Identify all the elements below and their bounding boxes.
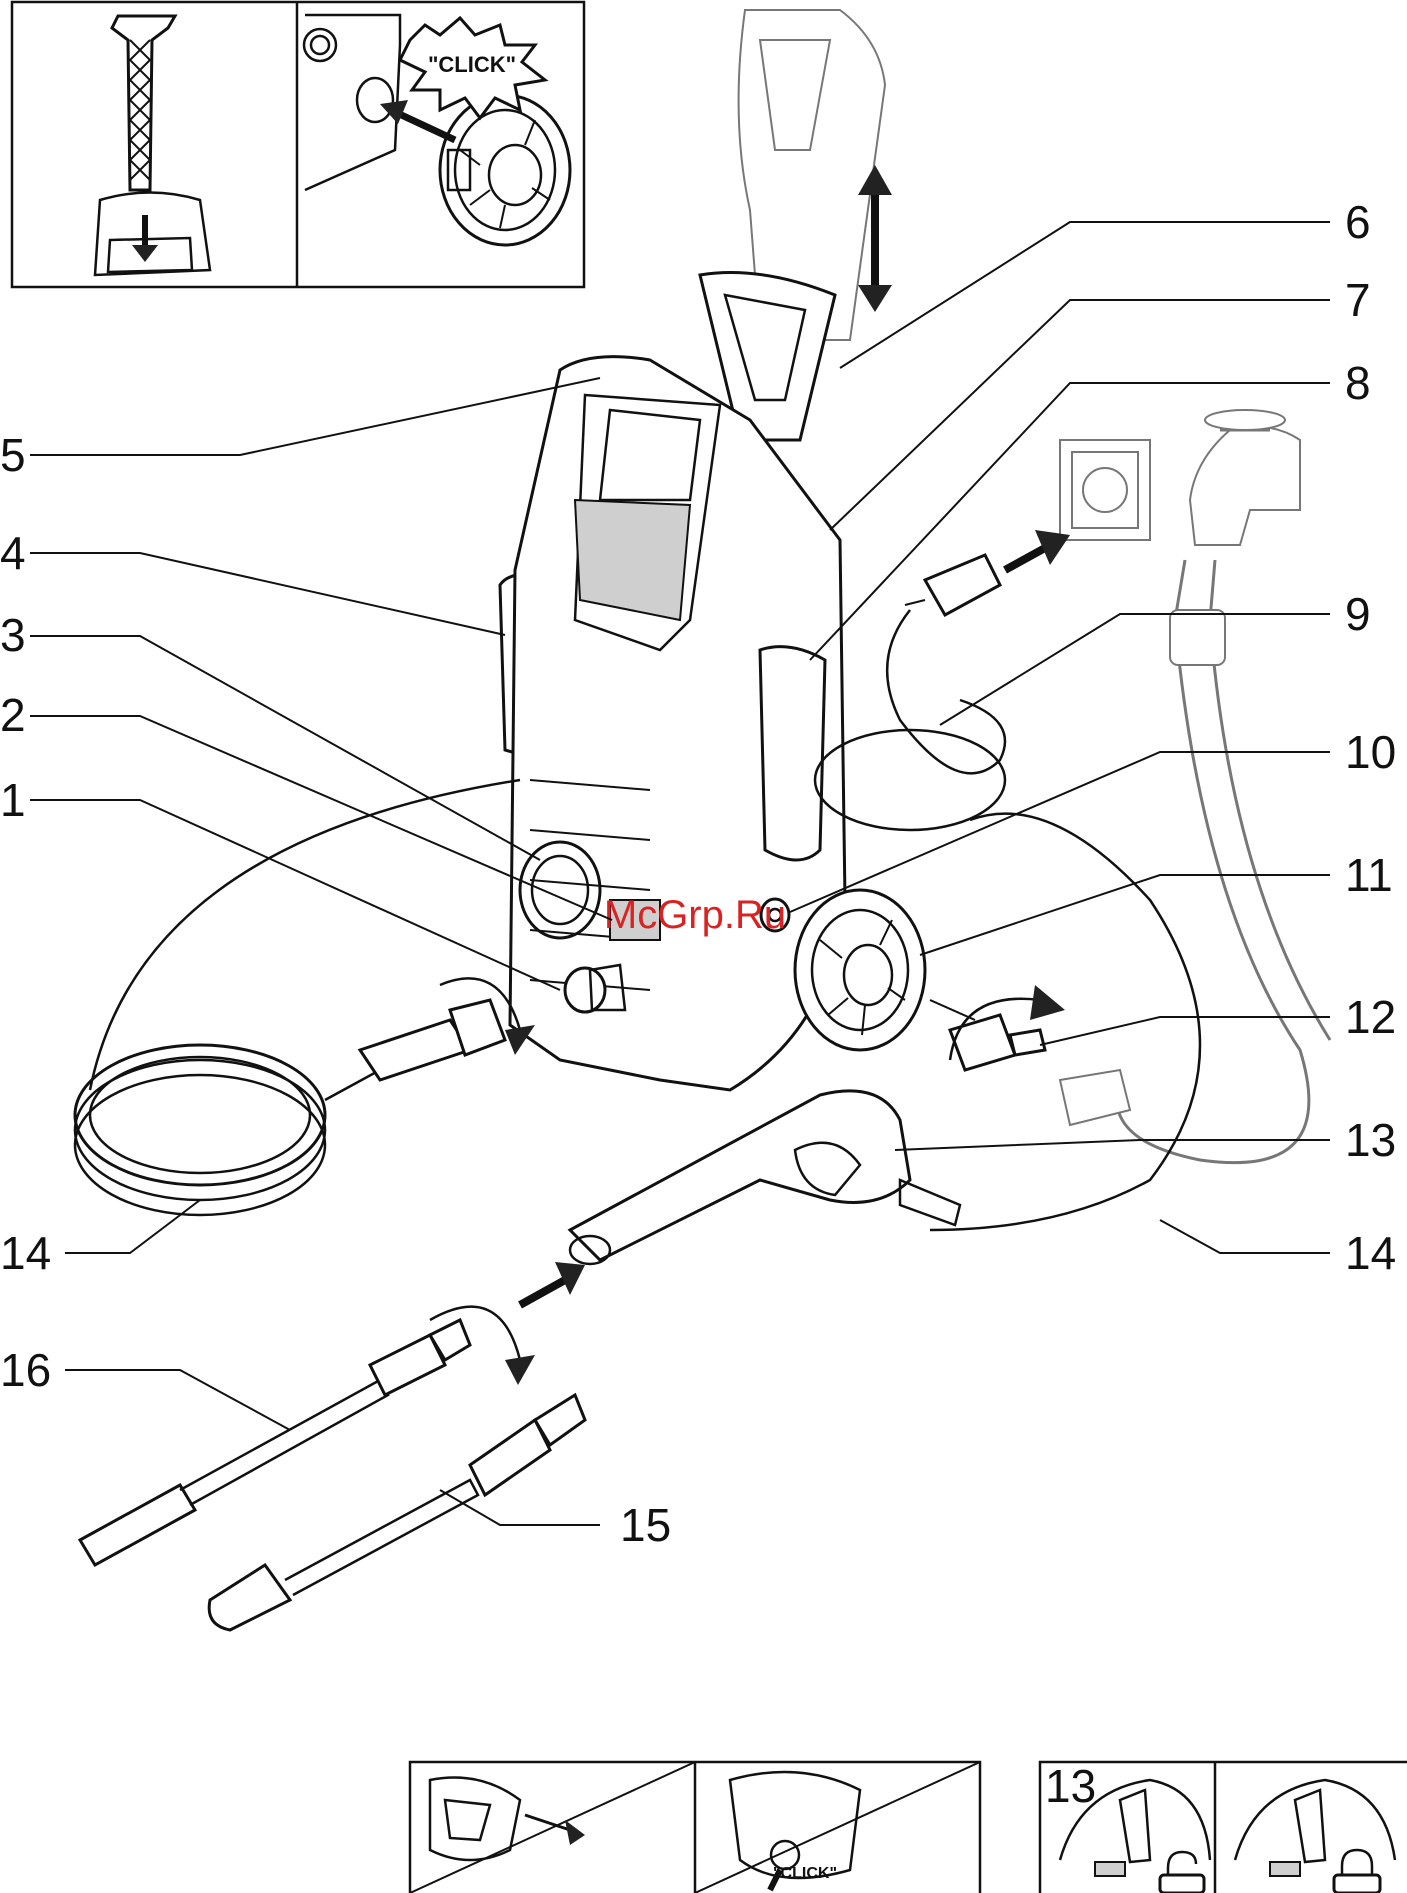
spray-gun [570,1091,960,1264]
watermark: McGrp.Ru [604,893,786,937]
power-cord [887,610,1005,773]
callout-14-right: 14 [1345,1227,1396,1279]
callout-1: 1 [0,774,26,826]
spray-lance [80,1320,470,1565]
click-label-top: "CLICK" [428,52,516,77]
water-tap [1190,410,1300,545]
callout-2: 2 [0,689,26,741]
lock-open-icon [1160,1852,1204,1893]
power-socket [1060,440,1150,540]
callout-12: 12 [1345,991,1396,1043]
callout-6: 6 [1345,196,1371,248]
callout-10: 10 [1345,726,1396,778]
callout-7: 7 [1345,274,1371,326]
callout-4: 4 [0,527,26,579]
high-pressure-hose-coil [75,780,520,1215]
callout-8: 8 [1345,357,1371,409]
inset-top-assembly: "CLICK" [12,2,584,287]
callout-14-left: 14 [0,1227,51,1279]
inset-bottom-hose-removal: "CLICK" [410,1762,980,1893]
plug-arrow-icon [1005,530,1070,570]
inset-trigger-lock: 13 [1040,1760,1407,1893]
attach-arrow-icon [520,1262,585,1305]
callout-9: 9 [1345,588,1371,640]
wheel [795,890,925,1050]
callout-16: 16 [0,1344,51,1396]
hose-coupling [1170,610,1225,665]
callout-5: 5 [0,429,26,481]
lock-closed-icon [1334,1850,1380,1893]
mains-plug [905,555,1000,615]
inset-lock-label: 13 [1045,1760,1096,1812]
callout-15: 15 [620,1499,671,1551]
callout-13: 13 [1345,1114,1396,1166]
click-label-bottom: "CLICK" [773,1865,837,1882]
hose-to-pump-connector [950,1015,1130,1125]
hose-connector [360,1000,505,1080]
callout-3: 3 [0,609,26,661]
click-burst-bottom: "CLICK" [773,1865,837,1882]
cable-holder [760,647,825,860]
dirt-blaster-lance [209,1395,585,1630]
callout-11: 11 [1345,849,1393,901]
